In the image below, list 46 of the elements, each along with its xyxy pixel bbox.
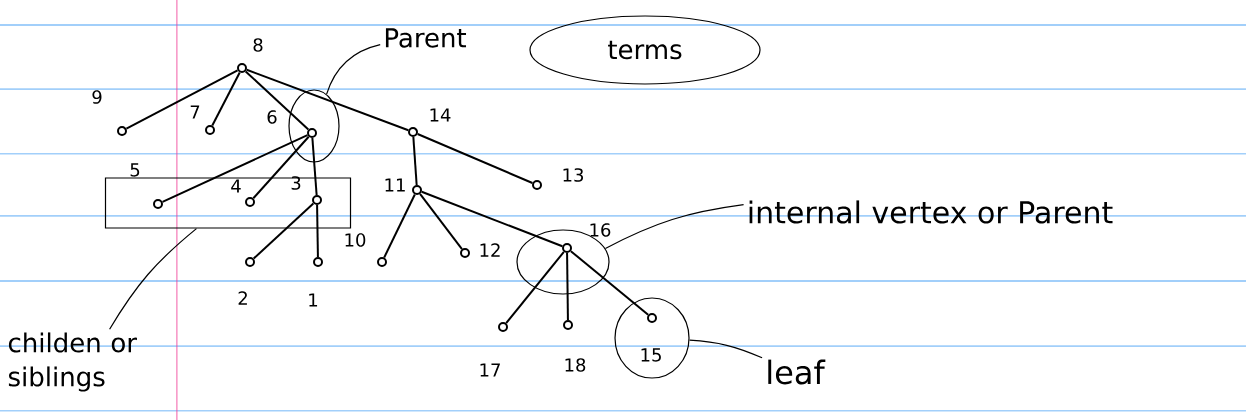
vertex-label: 17 [480, 363, 500, 377]
vertex-label: 4 [231, 179, 241, 193]
tree-edge [569, 250, 650, 316]
annotation-text: leaf [768, 359, 826, 385]
vertex-label: 3 [291, 176, 301, 190]
vertex-label: 5 [130, 163, 140, 177]
leader-line [688, 339, 763, 359]
leader-line [326, 44, 381, 95]
annotation-text: childen or siblings [8, 332, 137, 392]
tree-edge [161, 134, 309, 203]
vertex-label: 8 [253, 38, 263, 52]
vertex-label: 15 [641, 348, 661, 362]
tree-edge [316, 204, 319, 258]
tree-edge [252, 202, 315, 260]
vertex-label: 1 [309, 293, 318, 307]
tree-edge [420, 190, 564, 248]
tree-edge [252, 135, 310, 200]
vertex-label: 12 [480, 243, 500, 257]
tree-edge [211, 71, 241, 127]
highlight-ellipse [614, 297, 690, 379]
vertex-label: 14 [430, 108, 451, 122]
leader-line [109, 228, 198, 330]
vertex-label: 11 [385, 178, 405, 192]
tree-edge [244, 70, 310, 131]
vertex-label: 2 [238, 291, 247, 305]
vertex-label: 7 [190, 105, 200, 119]
tree-edge [566, 252, 569, 321]
vertex-label: 10 [345, 233, 366, 247]
tree-edge [245, 68, 410, 132]
highlight-ellipse [288, 89, 340, 163]
tree-edge [505, 250, 565, 325]
vertex-label: 16 [590, 223, 611, 237]
annotation-text: internal vertex or Parent [749, 200, 1113, 224]
tree-edge [383, 193, 416, 259]
vertex-label: 9 [92, 90, 102, 104]
tree-edge [419, 193, 463, 250]
tree-edge [311, 137, 318, 196]
leader-line [604, 204, 745, 250]
tree-edge [416, 132, 534, 185]
vertex-label: 6 [267, 110, 277, 124]
vertex-label: 18 [565, 358, 586, 372]
tree-edge [125, 69, 239, 130]
tree-edge [412, 136, 418, 186]
vertex-label: 13 [563, 168, 583, 182]
annotation-text: Parent [385, 28, 466, 48]
bracket-box [104, 177, 352, 229]
